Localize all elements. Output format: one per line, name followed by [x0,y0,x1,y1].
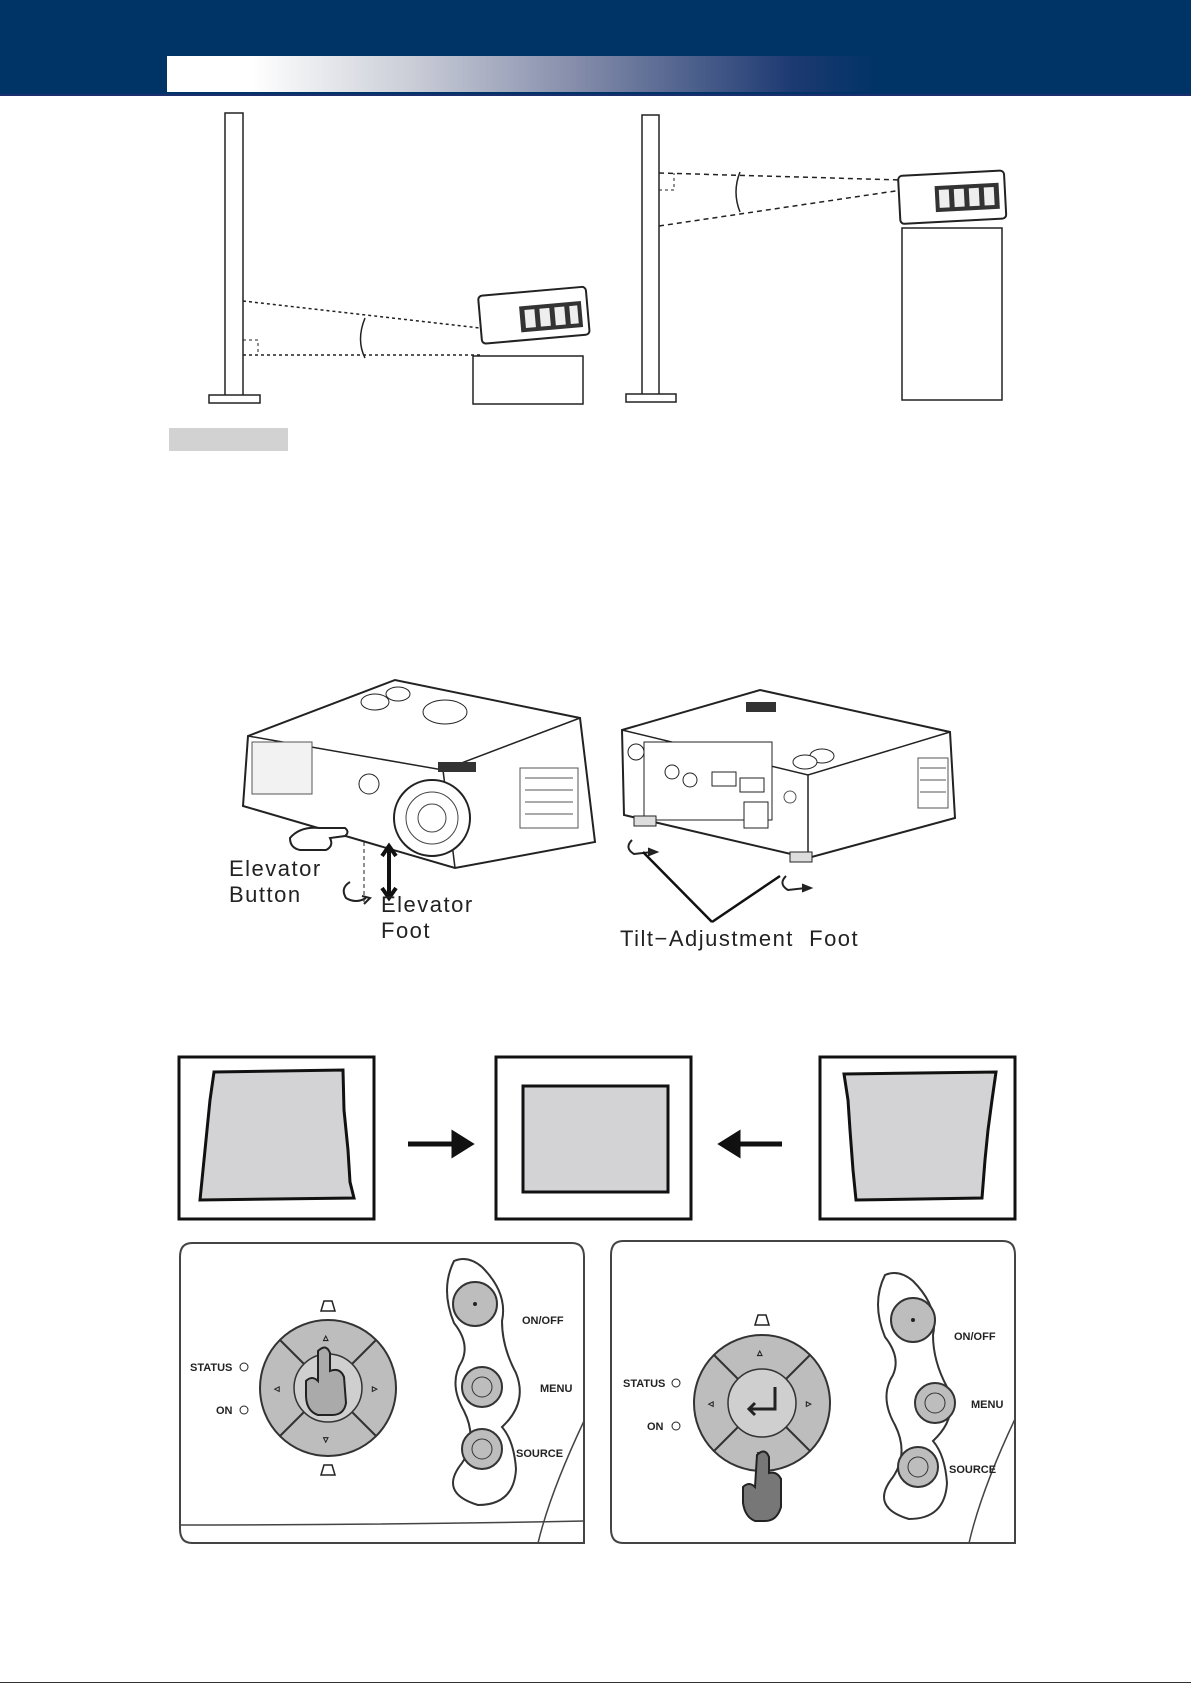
keystone-diagram [0,0,1191,1250]
source-label: SOURCE [516,1448,563,1460]
svg-text:▵: ▵ [322,1332,329,1344]
menu-label: MENU [540,1383,572,1395]
status-label: STATUS [190,1362,232,1374]
keystone-dpad: ▵▿ ◃▹ [694,1335,830,1471]
svg-text:▵: ▵ [756,1347,763,1359]
menu-button [915,1383,955,1423]
menu-button [462,1367,502,1407]
on-off-label: ON/OFF [522,1315,564,1327]
on-label: ON [216,1405,233,1417]
svg-text:▹: ▹ [371,1383,378,1395]
source-label: SOURCE [949,1464,996,1476]
control-panel-right: STATUS ON ▵▿ ◃▹ ON/OFF MENU SOURCE [609,1241,1017,1547]
control-panel-left: STATUS ON ▵ ▿ ◃ ▹ ON/OFF MENU SOURCE [178,1243,586,1547]
svg-text:◃: ◃ [707,1398,714,1410]
svg-text:▹: ▹ [805,1398,812,1410]
corrected-image [523,1086,668,1192]
source-button [898,1447,938,1487]
on-off-label: ON/OFF [954,1331,996,1343]
trapezoid-image [200,1070,354,1200]
footer-rule [0,1682,1191,1683]
on-label: ON [647,1421,664,1433]
status-label: STATUS [623,1378,665,1390]
svg-text:◃: ◃ [273,1383,280,1395]
arrow-right [408,1134,470,1154]
arrow-left [722,1134,782,1154]
menu-label: MENU [971,1399,1003,1411]
svg-text:▿: ▿ [322,1434,329,1446]
source-button [462,1429,502,1469]
inverted-trapezoid-image [844,1072,996,1200]
